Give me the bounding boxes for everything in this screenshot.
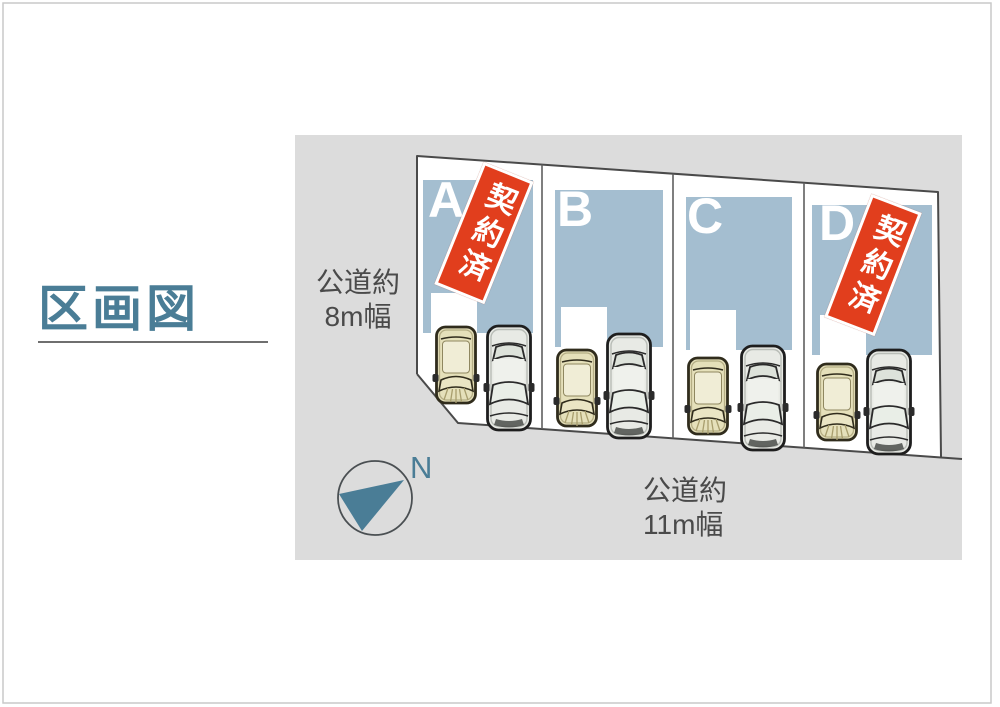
plot-area [417,156,941,457]
sedan-car-icon [736,344,790,452]
compact-car-icon [683,356,733,436]
sedan-car-icon [602,332,656,440]
lot-c-building [686,197,792,350]
lot-b-building [555,190,663,347]
plot-outline [416,155,963,460]
sedan-car-icon [862,348,916,456]
compass-needle-icon [339,480,404,531]
compass-circle [337,460,413,536]
compact-car-icon [812,362,862,442]
compact-car-icon [552,348,602,428]
compass [337,460,413,536]
sedan-car-icon [482,324,536,432]
compact-car-icon [431,325,481,405]
